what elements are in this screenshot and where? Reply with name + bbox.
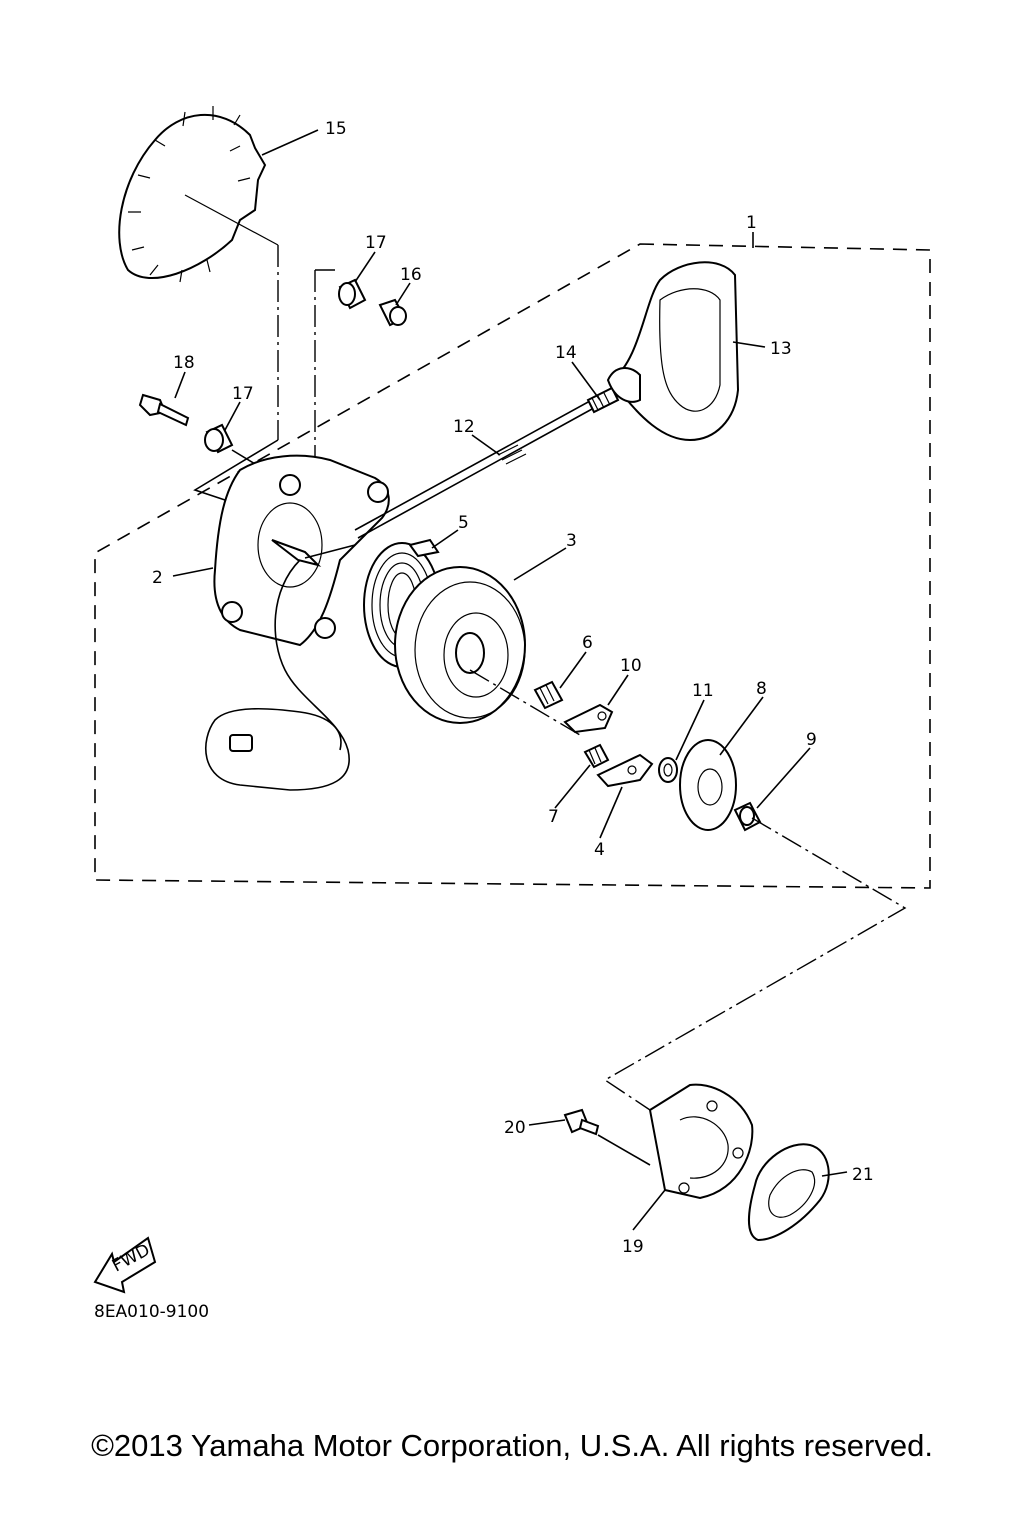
callout-2: 2 [152,568,163,588]
callout-3: 3 [566,531,577,551]
leader-lines [172,129,848,1231]
callout-15: 15 [325,119,347,139]
part-10-lever [563,703,614,734]
callout-10: 10 [620,656,642,676]
callout-6: 6 [582,633,593,653]
callout-16: 16 [400,265,422,285]
part-13-handle [606,261,740,442]
part-8-plate [679,739,737,831]
part-7-spring [583,743,610,769]
copyright-notice: ©2013 Yamaha Motor Corporation, U.S.A. A… [91,1428,933,1463]
callout-5: 5 [458,513,469,533]
callout-17-lower: 17 [232,384,254,404]
fwd-arrow: FWD [93,1236,157,1294]
part-4-pawl [596,753,654,788]
ref-line-lower [603,817,907,1111]
part-17-collar-lower [204,423,234,454]
assembly-boundary [94,243,931,889]
part-14-threaded-end [586,386,620,414]
callout-20: 20 [504,1118,526,1138]
callout-4: 4 [594,840,605,860]
callout-17-upper: 17 [365,233,387,253]
part-21-gasket [748,1143,830,1242]
part-11-washer [658,757,678,783]
callout-19: 19 [622,1237,644,1257]
part-18-bolt [138,393,190,427]
callout-21: 21 [852,1165,874,1185]
part-16-bushing [378,298,407,327]
part-19-bracket [648,1083,754,1200]
callout-1: 1 [746,213,757,233]
part-12-rope [204,389,613,791]
callout-7: 7 [548,807,559,827]
callout-18: 18 [173,353,195,373]
part-20-bolt [563,1108,600,1136]
ref-line-15-b [193,439,279,501]
part-17-collar-upper [338,278,367,310]
part-2-starter-case [213,454,390,647]
callout-9: 9 [806,730,817,750]
callout-11: 11 [692,681,714,701]
part-15-decal [118,106,279,283]
ref-line-20 [597,1134,651,1166]
callout-8: 8 [756,679,767,699]
callout-12: 12 [453,417,475,437]
part-3-pulley [394,566,581,736]
part-6-spring [533,680,564,710]
part-9-nut [733,801,762,832]
diagram-code: 8EA010-9100 [94,1302,209,1322]
callout-13: 13 [770,339,792,359]
callout-14: 14 [555,343,577,363]
